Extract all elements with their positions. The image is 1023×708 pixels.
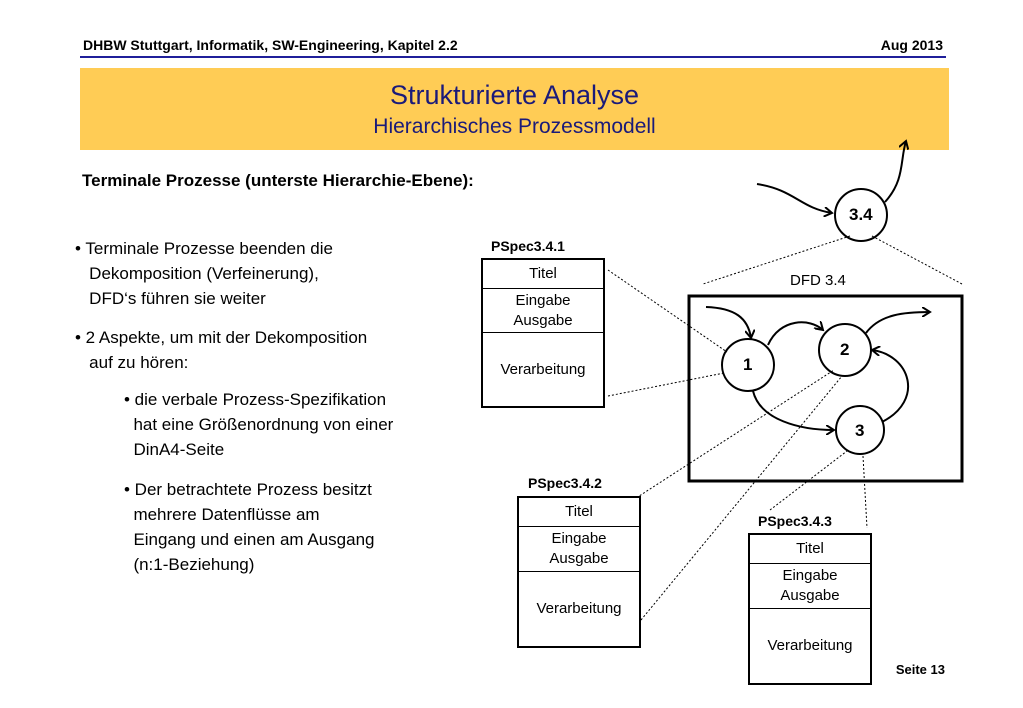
expand-line-left [702,235,851,285]
flow-2-out [865,312,930,334]
header-divider [80,56,946,58]
flow-1-to-3 [752,390,834,430]
bullet-terminal-processes: • Terminale Prozesse beenden die Dekompo… [75,239,333,308]
header-course-title: DHBW Stuttgart, Informatik, SW-Engineeri… [83,37,458,53]
link-spec3-left [769,450,848,511]
title-banner: Strukturierte Analyse Hierarchisches Pro… [80,68,949,150]
parent-output-flow [884,141,906,203]
dfd-label: DFD 3.4 [790,272,846,289]
dfd-frame [687,294,964,483]
link-spec1-top [607,269,728,353]
slide-subtitle: Hierarchisches Prozessmodell [373,115,656,138]
pspec-3-row-io: Eingabe Ausgabe [750,564,870,609]
parent-process-label: 3.4 [849,205,873,224]
pspec-3-box: Titel Eingabe Ausgabe Verarbeitung [748,533,872,685]
section-heading: Terminale Prozesse (unterste Hierarchie-… [82,171,474,190]
page-number: Seite 13 [895,662,945,677]
bullet-verbal-spec: • die verbale Prozess-Spezifikation hat … [124,390,394,459]
flow-1-to-2 [767,322,823,346]
process-node-2-label: 2 [840,340,850,359]
pspec-2-row-io: Eingabe Ausgabe [519,527,639,572]
expand-line-right [871,235,963,285]
link-spec1-bottom [607,372,725,397]
pspec-3-row-processing: Verarbeitung [767,637,853,654]
link-spec3-right [862,455,868,529]
parent-input-flow [756,183,832,213]
pspec-1-row-processing: Verarbeitung [500,360,586,378]
flow-into-1 [705,306,751,338]
pspec-1-box: Titel Eingabe Ausgabe Verarbeitung [481,258,605,408]
process-node-3 [835,405,885,455]
pspec-1-row-title: Titel [483,260,603,289]
process-node-3-label: 3 [855,421,865,440]
header-date: Aug 2013 [880,37,943,53]
bullet-two-aspects: • 2 Aspekte, um mit der Dekomposition au… [75,328,368,372]
pspec-2-box: Titel Eingabe Ausgabe Verarbeitung [517,496,641,648]
pspec-2-row-processing: Verarbeitung [536,600,622,617]
bullet-data-flows: • Der betrachtete Prozess besitzt mehrer… [124,480,375,574]
link-spec2-bottom [640,375,843,621]
flow-3-to-2 [872,350,910,423]
pspec-2-title: PSpec3.4.2 [528,475,602,491]
pspec-3-title: PSpec3.4.3 [758,513,832,529]
pspec-3-row-title: Titel [750,535,870,564]
pspec-1-title: PSpec3.4.1 [491,238,565,254]
pspec-1-row-io: Eingabe Ausgabe [483,289,603,333]
parent-process-circle [834,188,888,242]
slide-title: Strukturierte Analyse [389,80,640,110]
pspec-2-row-title: Titel [519,498,639,527]
process-node-1-label: 1 [743,355,753,374]
